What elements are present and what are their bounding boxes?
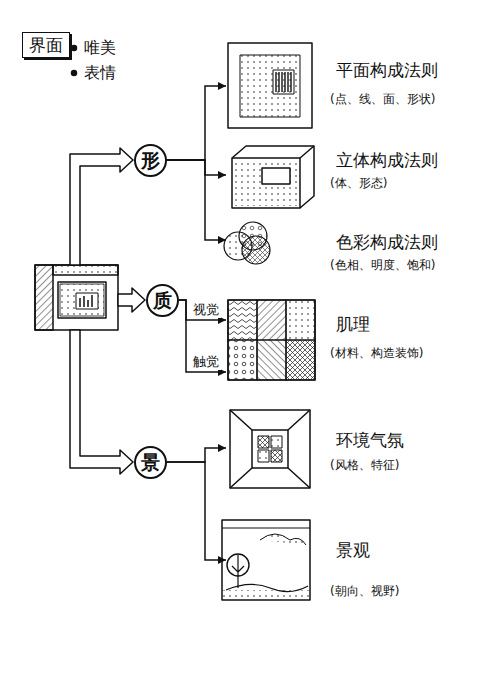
principle-item: 色彩构成法则 (色相、明度、饱和) <box>226 218 494 282</box>
principle-note: (风格、特征) <box>330 458 399 472</box>
principle-title: 景观 <box>336 540 370 560</box>
principle-title: 肌理 <box>336 314 370 334</box>
color-composition-sketch <box>224 222 270 264</box>
texture-sketch <box>228 300 315 380</box>
category-label: 质 <box>153 289 172 312</box>
principle-item: 立体构成法则 (体、形态) <box>226 140 494 212</box>
principle-item: 景观 (朝向、视野) <box>226 516 494 606</box>
category-circle: 景 <box>134 446 167 479</box>
principle-title: 立体构成法则 <box>336 150 438 170</box>
hollow-arrow <box>70 330 133 474</box>
hollow-arrow <box>118 288 145 312</box>
solid-composition-sketch <box>232 146 314 208</box>
landscape-sketch <box>222 520 310 600</box>
connector-line <box>167 448 227 462</box>
interface-sketch <box>35 265 118 330</box>
connector-line <box>167 86 227 160</box>
principle-note: (色相、明度、饱和) <box>330 258 435 272</box>
principle-item: 平面构成法则 (点、线、面、形状) <box>226 40 494 132</box>
bullet-text: 唯美 <box>82 38 118 57</box>
interface-box: 界面 <box>22 32 70 58</box>
principle-item: 环境气氛 (风格、特征) <box>226 406 494 490</box>
principle-item: 肌理 (材料、构造装饰) <box>226 298 494 382</box>
principle-note: (朝向、视野) <box>330 584 399 598</box>
connector-line <box>167 160 227 175</box>
category-circle: 形 <box>134 144 167 177</box>
bullet-text: 表情 <box>82 63 118 82</box>
edge-label: 触觉 <box>191 354 221 370</box>
box-title: 界面 <box>29 35 63 55</box>
category-label: 形 <box>141 149 160 172</box>
edge-label: 视觉 <box>191 302 221 318</box>
connector-line <box>167 160 227 240</box>
category-label: 景 <box>141 451 160 474</box>
connector-line <box>179 300 227 372</box>
bullet-dot <box>72 46 77 51</box>
atmosphere-sketch <box>230 410 310 488</box>
plane-composition-sketch <box>228 43 312 128</box>
principle-title: 色彩构成法则 <box>336 232 438 252</box>
principle-note: (体、形态) <box>330 176 387 190</box>
connector-line <box>167 462 227 560</box>
principle-note: (材料、构造装饰) <box>330 346 423 360</box>
principle-title: 环境气氛 <box>336 430 404 450</box>
category-circle: 质 <box>146 284 179 317</box>
principle-title: 平面构成法则 <box>336 60 438 80</box>
bullet-dot <box>72 71 77 76</box>
principle-note: (点、线、面、形状) <box>330 92 435 106</box>
hollow-arrow <box>70 148 133 265</box>
